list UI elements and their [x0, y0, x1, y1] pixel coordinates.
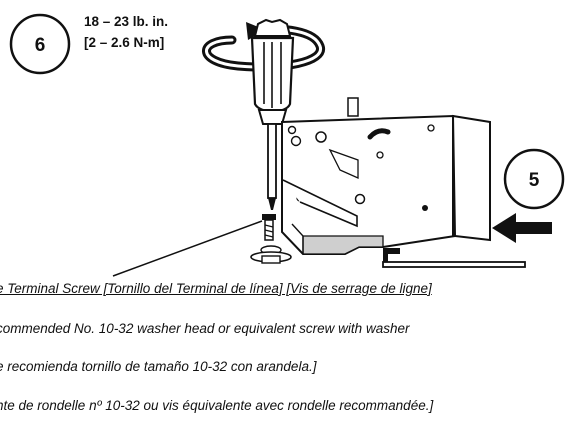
step-5-marker: 5	[503, 148, 565, 210]
leader-line	[112, 220, 263, 277]
device-body	[281, 97, 526, 268]
caption-title: e Terminal Screw [Tornillo del Terminal …	[0, 281, 432, 296]
caption-line-2: e recomienda tornillo de tamaño 10-32 co…	[0, 359, 317, 374]
arrow-left-icon	[492, 213, 552, 243]
screwdriver-icon	[250, 18, 295, 210]
step-6-number: 6	[35, 35, 46, 56]
torque-imperial: 18 – 23 lb. in.	[84, 14, 169, 29]
terminal-screw	[250, 214, 292, 264]
caption-line-3: nte de rondelle nº 10-32 ou vis équivale…	[0, 398, 434, 413]
torque-metric: [2 – 2.6 N-m]	[84, 35, 165, 50]
step-6-marker: 6	[9, 13, 71, 75]
step-5-number: 5	[529, 170, 540, 191]
caption-line-1: commended No. 10-32 washer head or equiv…	[0, 321, 410, 336]
